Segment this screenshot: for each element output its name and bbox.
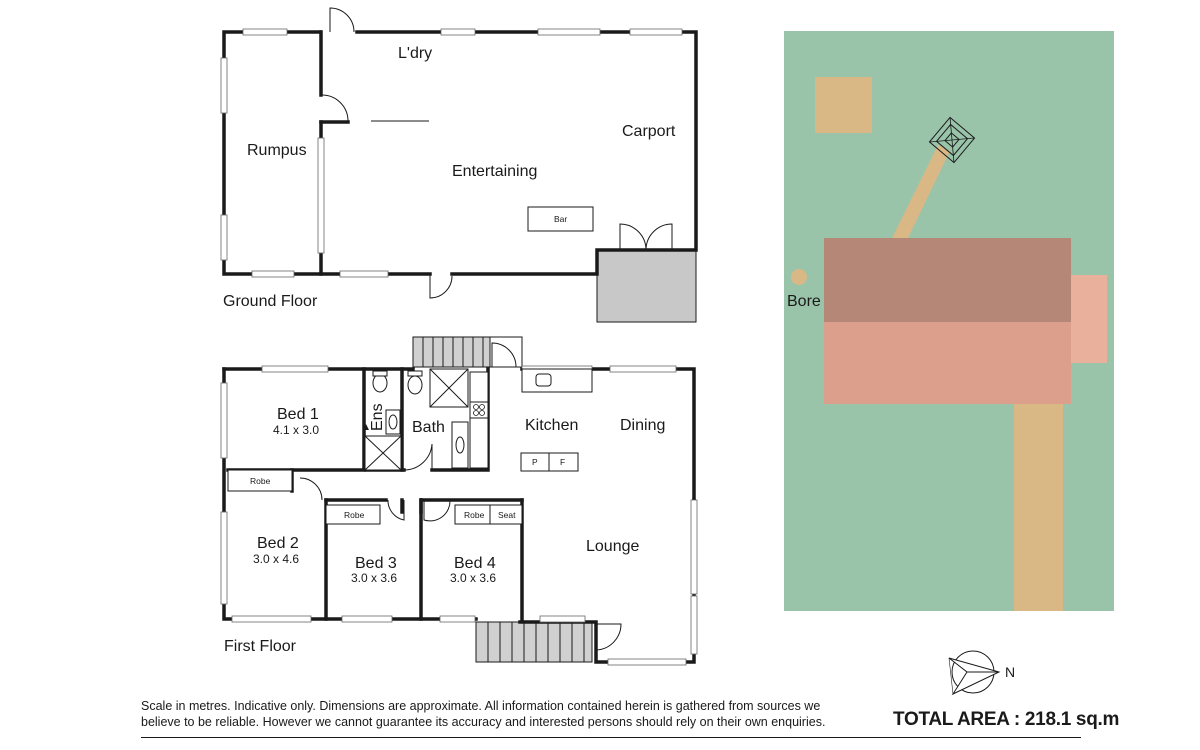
- disclaimer-line-1: Scale in metres. Indicative only. Dimens…: [141, 699, 821, 713]
- disclaimer: Scale in metres. Indicative only. Dimens…: [141, 699, 841, 730]
- roof-rear: [824, 238, 1071, 322]
- bore-label: Bore: [787, 293, 821, 310]
- bore-icon: [791, 269, 807, 285]
- room-label-entertaining: Entertaining: [452, 163, 537, 180]
- fridge-label: F: [560, 457, 565, 467]
- garden-bed: [815, 77, 872, 133]
- room-size-bed4: 3.0 x 3.6: [450, 571, 496, 585]
- ground-floor-title: Ground Floor: [223, 293, 318, 310]
- seat-label: Seat: [498, 510, 516, 520]
- robe-label-bed4: Robe: [464, 510, 485, 520]
- room-label-carport: Carport: [622, 123, 676, 140]
- room-label-bed1: Bed 1: [277, 406, 319, 423]
- roof-front: [824, 322, 1071, 404]
- room-size-bed2: 3.0 x 4.6: [253, 552, 299, 566]
- robe-label-bed1: Robe: [250, 476, 271, 486]
- room-label-bed3: Bed 3: [355, 555, 397, 572]
- robe-label-bed3: Robe: [344, 510, 365, 520]
- room-label-laundry: L'dry: [398, 45, 432, 62]
- room-size-bed1: 4.1 x 3.0: [273, 423, 319, 437]
- stairs-bottom: [475, 621, 622, 663]
- site-plan: Bore N: [784, 31, 1114, 696]
- bar-counter: [527, 206, 594, 232]
- gazebo-path: [892, 145, 950, 240]
- pantry-label: P: [532, 457, 538, 467]
- room-label-dining: Dining: [620, 417, 665, 434]
- disclaimer-line-2: believe to be reliable. However we canno…: [141, 714, 826, 729]
- room-label-bed4: Bed 4: [454, 555, 496, 572]
- first-floor-plan: Bed 1 4.1 x 3.0 Bed 2 3.0 x 4.6 Bed 3 3.…: [220, 336, 698, 666]
- stairs-top: [412, 336, 523, 368]
- room-label-ensuite: Ens: [369, 403, 386, 431]
- deck: [1071, 275, 1107, 363]
- room-size-bed3: 3.0 x 3.6: [351, 571, 397, 585]
- driveway: [1014, 404, 1063, 611]
- ground-floor-plan: L'dry Rumpus Entertaining Carport Bar Gr…: [220, 7, 698, 323]
- carport-patio: [596, 249, 697, 323]
- room-label-lounge: Lounge: [586, 538, 639, 555]
- gazebo-icon: [928, 116, 976, 164]
- room-label-bath: Bath: [412, 419, 445, 436]
- north-label: N: [1005, 664, 1015, 680]
- bar-label: Bar: [554, 214, 567, 224]
- footer-divider: [141, 737, 1081, 738]
- first-floor-title: First Floor: [224, 638, 297, 655]
- compass-icon: [948, 650, 1001, 696]
- room-label-kitchen: Kitchen: [525, 417, 578, 434]
- room-label-rumpus: Rumpus: [247, 142, 307, 159]
- total-area: TOTAL AREA : 218.1 sq.m: [893, 709, 1120, 730]
- room-label-bed2: Bed 2: [257, 535, 299, 552]
